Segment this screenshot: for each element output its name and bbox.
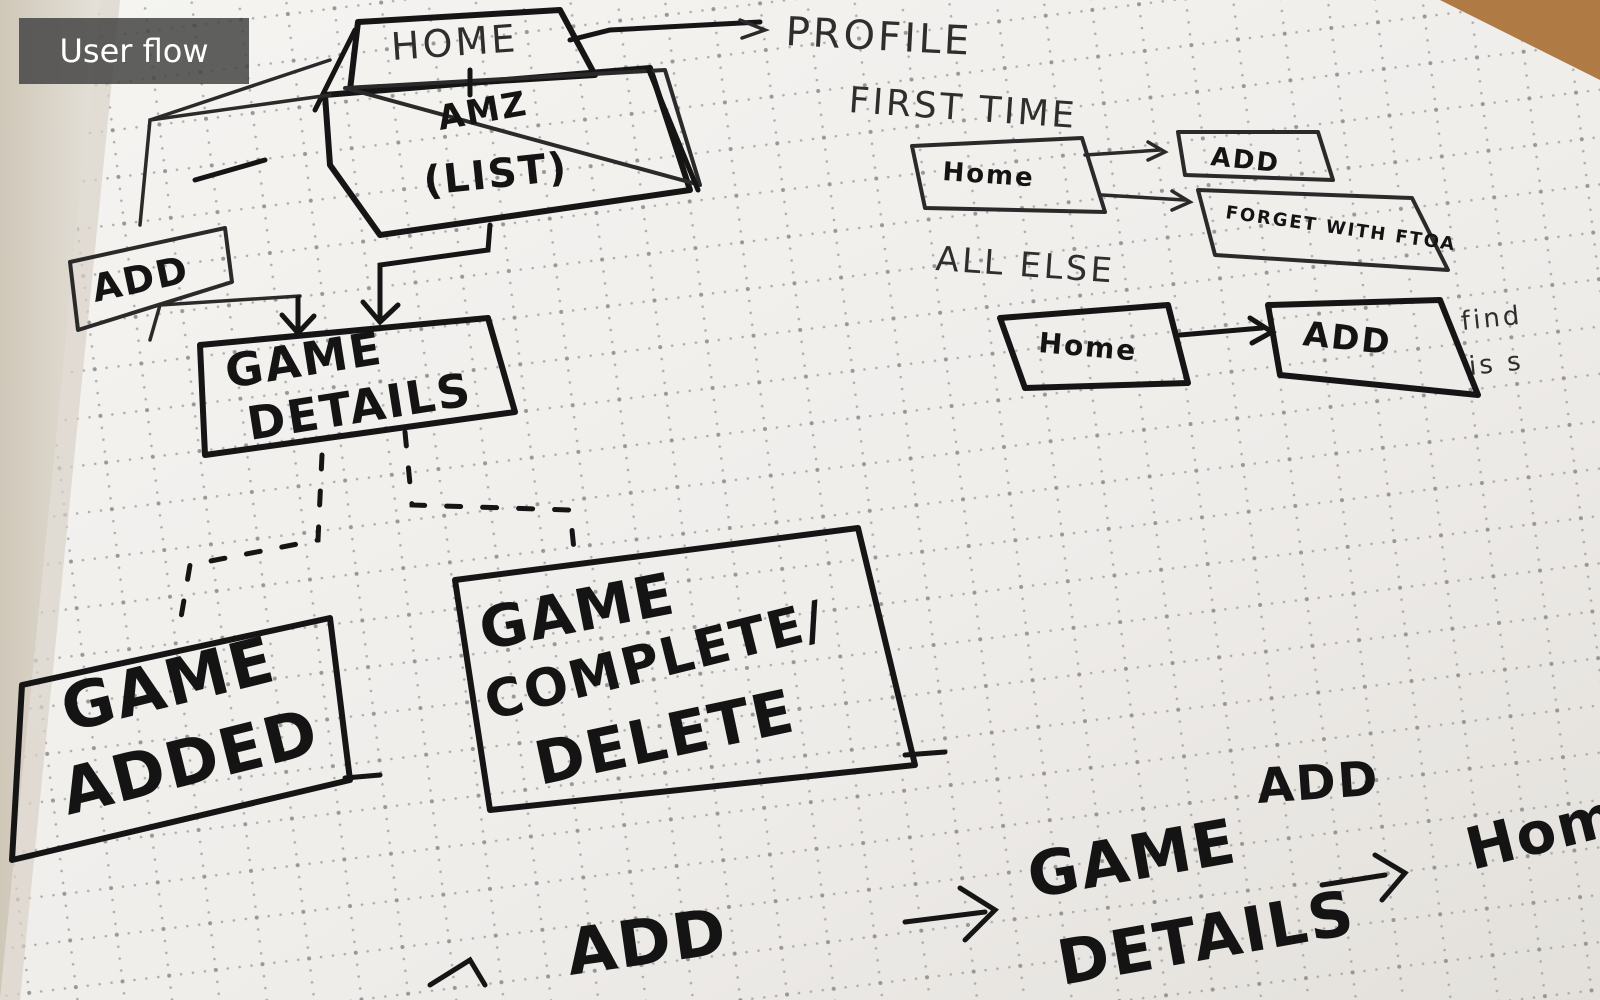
game-details-box: [197, 315, 518, 458]
home-label-top: HOME: [390, 16, 520, 69]
bottom-arrow-2: [1319, 872, 1388, 888]
ae-note-2: is s: [1468, 346, 1525, 382]
left-bracket-line-2: [148, 58, 332, 122]
ft-arrow-add-head: [1146, 140, 1169, 162]
bottom-arrow-1-head: [957, 885, 999, 943]
add-box-left: [68, 226, 234, 332]
ft-add-label: ADD: [1209, 142, 1281, 179]
arrow-head-details-1: [360, 299, 401, 326]
game-complete-box: [452, 525, 918, 813]
ae-add-box: [1265, 297, 1481, 398]
game-complete-box-tick: [902, 749, 948, 758]
add-connector: [148, 294, 302, 342]
dashed-to-added: [175, 452, 325, 638]
bottom-arrow-1: [902, 909, 988, 925]
ft-arrow-forget-head: [1170, 189, 1194, 212]
left-arrow-stub: [192, 157, 268, 183]
bottom-left-scribble: [427, 956, 488, 988]
ft-forget-box: [1196, 188, 1450, 272]
page-fold-shadow: [0, 0, 120, 1000]
ae-home-box: [997, 302, 1191, 391]
caption-label: User flow: [19, 18, 249, 84]
ft-home-box: [910, 136, 1107, 214]
game-added-box-tick: [342, 772, 383, 781]
ft-arrow-forget: [1100, 193, 1187, 202]
ae-note-1: find: [1460, 301, 1524, 337]
profile-label: PROFILE: [784, 9, 973, 65]
ft-arrow-add: [1083, 148, 1162, 157]
ae-add-label: ADD: [1301, 314, 1393, 363]
bottom-add-top: ADD: [1255, 751, 1381, 815]
ft-add-box: [1176, 130, 1335, 182]
home-list-cluster: [312, 7, 770, 238]
bottom-arrow-2-head: [1372, 852, 1409, 903]
arrow-list-to-details: [377, 222, 493, 321]
ae-arrow: [1177, 325, 1265, 338]
dashed-to-complete: [402, 429, 578, 563]
ft-home-label: Home: [942, 157, 1036, 193]
